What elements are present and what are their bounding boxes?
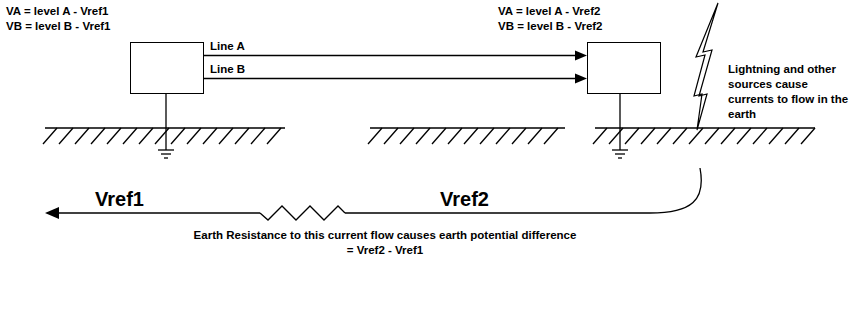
line-label: Line B bbox=[210, 62, 245, 77]
voltage-note: VB = level B - Vref1 bbox=[6, 19, 111, 34]
lightning-note: Lightning and other sources cause curren… bbox=[728, 62, 853, 122]
voltage-note: VB = level B - Vref2 bbox=[498, 19, 603, 34]
reference-voltage: Vref1 bbox=[95, 188, 144, 210]
device-box: VA = level A - Vref1VB = level B - Vref1 bbox=[130, 42, 204, 94]
reference-voltage: Vref2 bbox=[440, 188, 489, 210]
device-box: VA = level A - Vref2VB = level B - Vref2 bbox=[587, 42, 661, 94]
line-label: Line A bbox=[210, 39, 245, 54]
arrow-head bbox=[45, 207, 59, 219]
ground-hatching bbox=[43, 128, 815, 144]
resistor-symbol bbox=[260, 206, 345, 220]
voltage-note: VA = level A - Vref2 bbox=[498, 4, 600, 19]
ground-symbol bbox=[158, 94, 628, 158]
caption-note: Earth Resistance to this current flow ca… bbox=[190, 228, 580, 258]
signal-line bbox=[204, 51, 587, 61]
signal-line bbox=[204, 74, 587, 84]
earth-current-path bbox=[58, 168, 701, 220]
lightning-bolt bbox=[694, 3, 718, 130]
voltage-note: VA = level A - Vref1 bbox=[6, 4, 108, 19]
